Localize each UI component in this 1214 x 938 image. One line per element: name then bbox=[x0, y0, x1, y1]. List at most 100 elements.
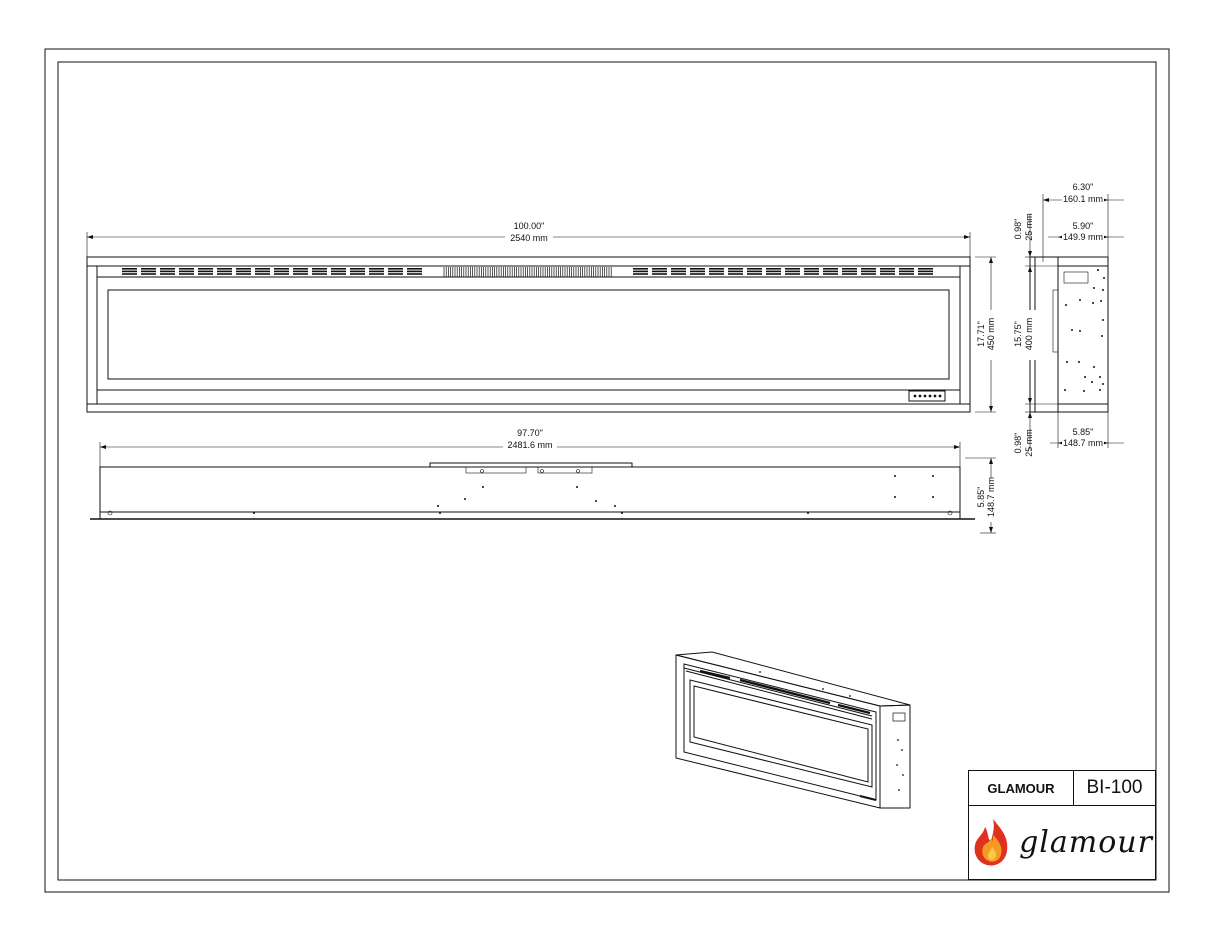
title-block-logo: glamour bbox=[968, 805, 1156, 880]
vent-slot bbox=[160, 268, 175, 270]
vent-slot bbox=[255, 270, 270, 273]
vent-slot bbox=[255, 273, 270, 275]
vent-slot bbox=[350, 268, 365, 270]
top-depth-mm: 148.7 mm bbox=[986, 477, 996, 517]
vent-slot bbox=[804, 268, 819, 270]
vent-slot bbox=[198, 273, 213, 275]
vent-slot bbox=[274, 268, 289, 270]
vent-slot bbox=[728, 270, 743, 273]
vent-strip-right bbox=[633, 268, 933, 275]
vent-slot bbox=[804, 270, 819, 273]
vent-slot bbox=[747, 268, 762, 270]
vent-slot bbox=[880, 270, 895, 273]
vent-slot bbox=[388, 268, 403, 270]
vent-slot bbox=[671, 273, 686, 275]
side-bottom-flange-mm: 25 mm bbox=[1024, 429, 1034, 457]
vent-slot bbox=[671, 270, 686, 273]
vent-slot bbox=[217, 270, 232, 273]
vent-slot bbox=[842, 270, 857, 273]
side-view: 6.30" 160.1 mm 5.90" 149.9 mm bbox=[1013, 182, 1124, 457]
vent-slot bbox=[785, 270, 800, 273]
vent-slot bbox=[633, 270, 648, 273]
vent-strip-center bbox=[443, 267, 612, 277]
side-inner-in: 5.90" bbox=[1073, 221, 1094, 231]
vent-slot bbox=[766, 273, 781, 275]
vent-slot bbox=[861, 273, 876, 275]
vent-slot bbox=[785, 268, 800, 270]
vent-slot bbox=[122, 273, 137, 275]
vent-slot bbox=[652, 273, 667, 275]
logo-wordmark: glamour bbox=[1019, 825, 1153, 860]
vent-slot bbox=[690, 270, 705, 273]
side-overall-in: 6.30" bbox=[1073, 182, 1094, 192]
vent-slot bbox=[709, 268, 724, 270]
vent-slot bbox=[880, 268, 895, 270]
vent-slot bbox=[766, 268, 781, 270]
vent-slot bbox=[293, 273, 308, 275]
vent-slot bbox=[293, 268, 308, 270]
vent-slot bbox=[899, 270, 914, 273]
front-height-mm: 450 mm bbox=[986, 318, 996, 351]
vent-slot bbox=[179, 268, 194, 270]
top-view-screws bbox=[107, 475, 953, 516]
vent-slot bbox=[122, 268, 137, 270]
front-glass-outer bbox=[96, 276, 961, 391]
vent-slot bbox=[255, 268, 270, 270]
vent-slot bbox=[918, 273, 933, 275]
vent-slot bbox=[861, 268, 876, 270]
vent-slot bbox=[785, 273, 800, 275]
vent-slot bbox=[747, 273, 762, 275]
vent-slot bbox=[236, 273, 251, 275]
vent-slot bbox=[804, 273, 819, 275]
top-width-in: 97.70" bbox=[517, 428, 543, 438]
vent-slot bbox=[388, 270, 403, 273]
vent-slot bbox=[652, 268, 667, 270]
vent-slot bbox=[369, 268, 384, 270]
vent-slot bbox=[766, 270, 781, 273]
vent-slot bbox=[179, 270, 194, 273]
vent-slot bbox=[198, 270, 213, 273]
vent-slot bbox=[293, 270, 308, 273]
vent-slot bbox=[217, 273, 232, 275]
vent-slot bbox=[918, 268, 933, 270]
vent-slot bbox=[236, 270, 251, 273]
front-height-in: 17.71" bbox=[976, 321, 986, 347]
side-top-flange-in: 0.98" bbox=[1013, 219, 1023, 240]
side-top-flange-mm: 25 mm bbox=[1024, 213, 1034, 241]
vent-slot bbox=[331, 273, 346, 275]
vent-slot bbox=[407, 270, 422, 273]
vent-slot bbox=[388, 273, 403, 275]
front-width-mm: 2540 mm bbox=[510, 233, 548, 243]
vent-slot bbox=[312, 268, 327, 270]
vent-slot bbox=[671, 268, 686, 270]
front-width-in: 100.00" bbox=[514, 221, 545, 231]
top-view: 97.70" 2481.6 mm 5.85" 148.7 mm bbox=[90, 428, 998, 534]
vent-slot bbox=[728, 268, 743, 270]
vent-slot bbox=[312, 270, 327, 273]
vent-slot bbox=[331, 270, 346, 273]
vent-slot bbox=[312, 273, 327, 275]
vent-slot bbox=[179, 273, 194, 275]
vent-slot bbox=[274, 273, 289, 275]
vent-slot bbox=[122, 270, 137, 273]
front-view: 100.00" 2540 mm 17.71" 450 mm bbox=[86, 221, 998, 413]
isometric-view bbox=[675, 651, 911, 809]
vent-slot bbox=[880, 273, 895, 275]
vent-slot bbox=[369, 270, 384, 273]
vent-slot bbox=[709, 273, 724, 275]
top-bracket bbox=[429, 462, 633, 468]
side-body-height-mm: 400 mm bbox=[1024, 318, 1034, 351]
control-panel bbox=[908, 390, 946, 402]
front-glass-inner bbox=[107, 289, 950, 380]
side-body-height-in: 15.75" bbox=[1013, 321, 1023, 347]
inner-border bbox=[57, 61, 1157, 881]
vent-slot bbox=[350, 273, 365, 275]
vent-slot bbox=[633, 273, 648, 275]
vent-slot bbox=[823, 273, 838, 275]
vent-slot bbox=[899, 268, 914, 270]
vent-slot bbox=[709, 270, 724, 273]
side-bottom-flange-in: 0.98" bbox=[1013, 433, 1023, 454]
vent-slot bbox=[728, 273, 743, 275]
vent-slot bbox=[407, 268, 422, 270]
